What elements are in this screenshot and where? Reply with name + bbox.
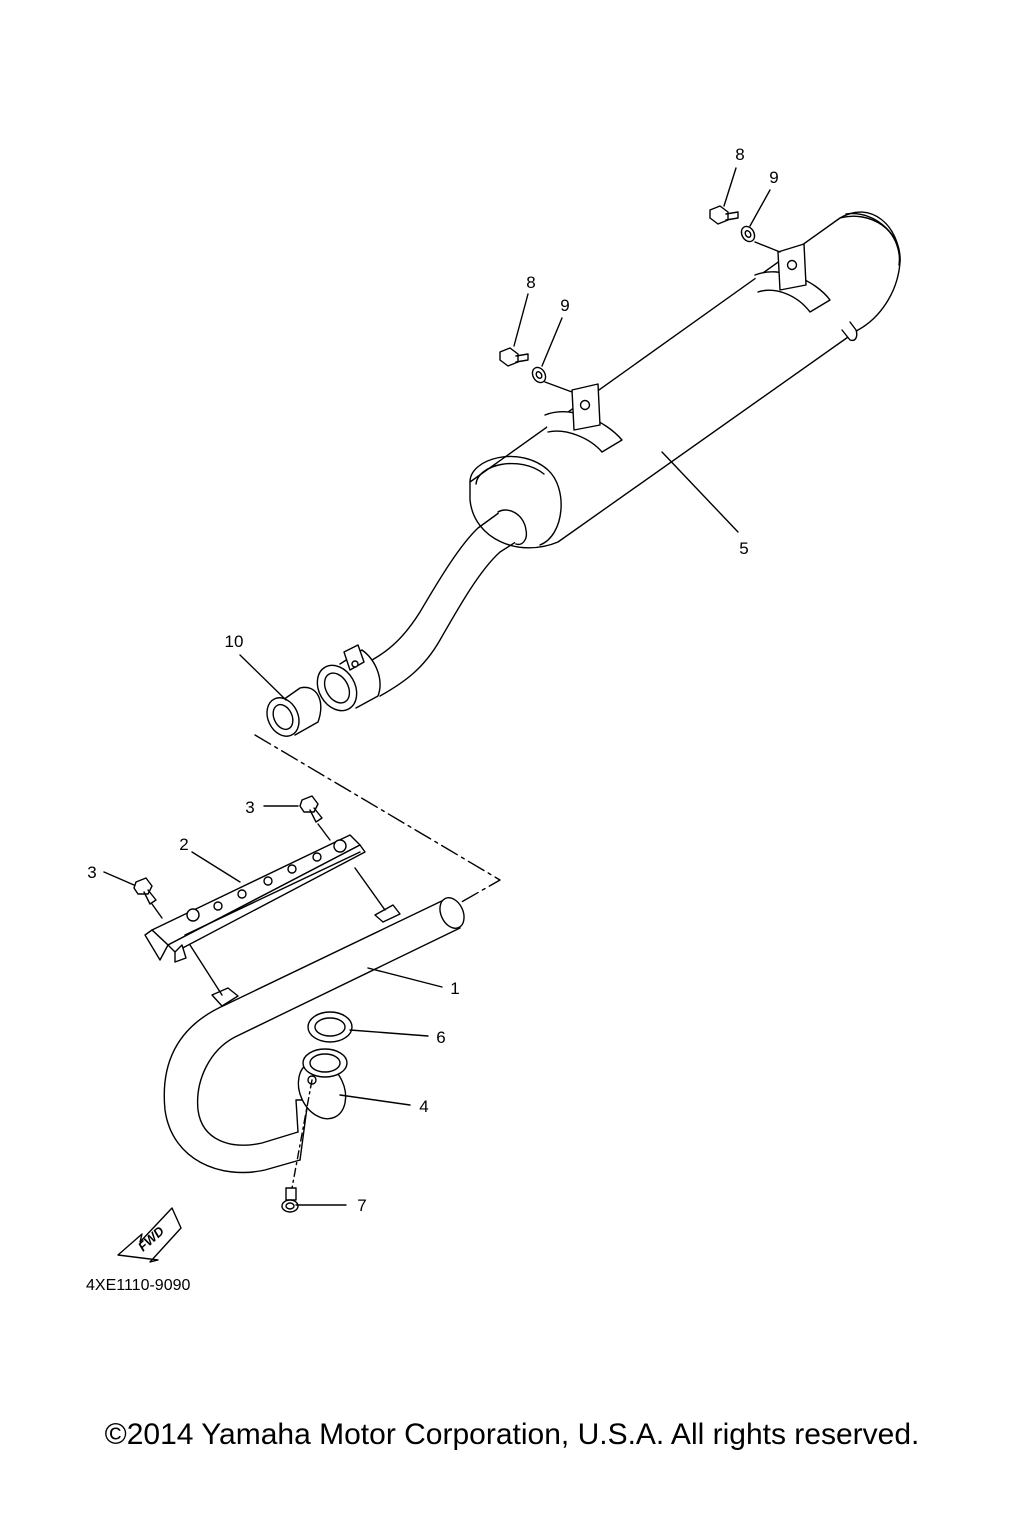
muffler-inlet-pipe — [316, 509, 528, 712]
callout-4: 4 — [419, 1097, 428, 1116]
exhaust-pipe — [163, 867, 465, 1174]
hex-bolt-icon — [281, 1187, 299, 1213]
muffler — [469, 211, 901, 549]
heat-protector — [144, 834, 366, 963]
exhaust-sleeve — [266, 686, 322, 737]
callout-3-left: 3 — [87, 863, 96, 882]
callout-5: 5 — [739, 539, 748, 558]
assembly-centerline — [254, 734, 501, 905]
callout-3-right: 3 — [245, 798, 254, 817]
callout-9-lower: 9 — [560, 296, 569, 315]
diagram-part-number: 4XE1110-9090 — [86, 1277, 190, 1294]
callout-8-upper: 8 — [735, 145, 744, 164]
callout-numbers: 8 9 8 9 5 10 3 2 3 1 6 4 7 — [87, 145, 778, 1215]
hex-bolt-icon — [133, 877, 157, 905]
callout-7: 7 — [357, 1196, 366, 1215]
washer-icon — [531, 366, 547, 384]
callout-10: 10 — [225, 632, 244, 651]
leader-lines — [103, 167, 781, 1206]
hex-bolt-icon — [299, 795, 323, 823]
gasket — [307, 1011, 353, 1043]
callout-6: 6 — [436, 1028, 445, 1047]
copyright-notice: ©2014 Yamaha Motor Corporation, U.S.A. A… — [104, 1418, 920, 1451]
washer-icon — [740, 225, 756, 243]
exhaust-flange — [297, 1048, 348, 1120]
hex-bolt-icon — [709, 205, 739, 225]
callout-8-lower: 8 — [526, 273, 535, 292]
callout-1: 1 — [450, 979, 459, 998]
callout-9-upper: 9 — [769, 168, 778, 187]
hex-bolt-icon — [499, 347, 529, 367]
callout-2: 2 — [179, 835, 188, 854]
fwd-arrow-icon: FWD — [117, 1207, 182, 1263]
